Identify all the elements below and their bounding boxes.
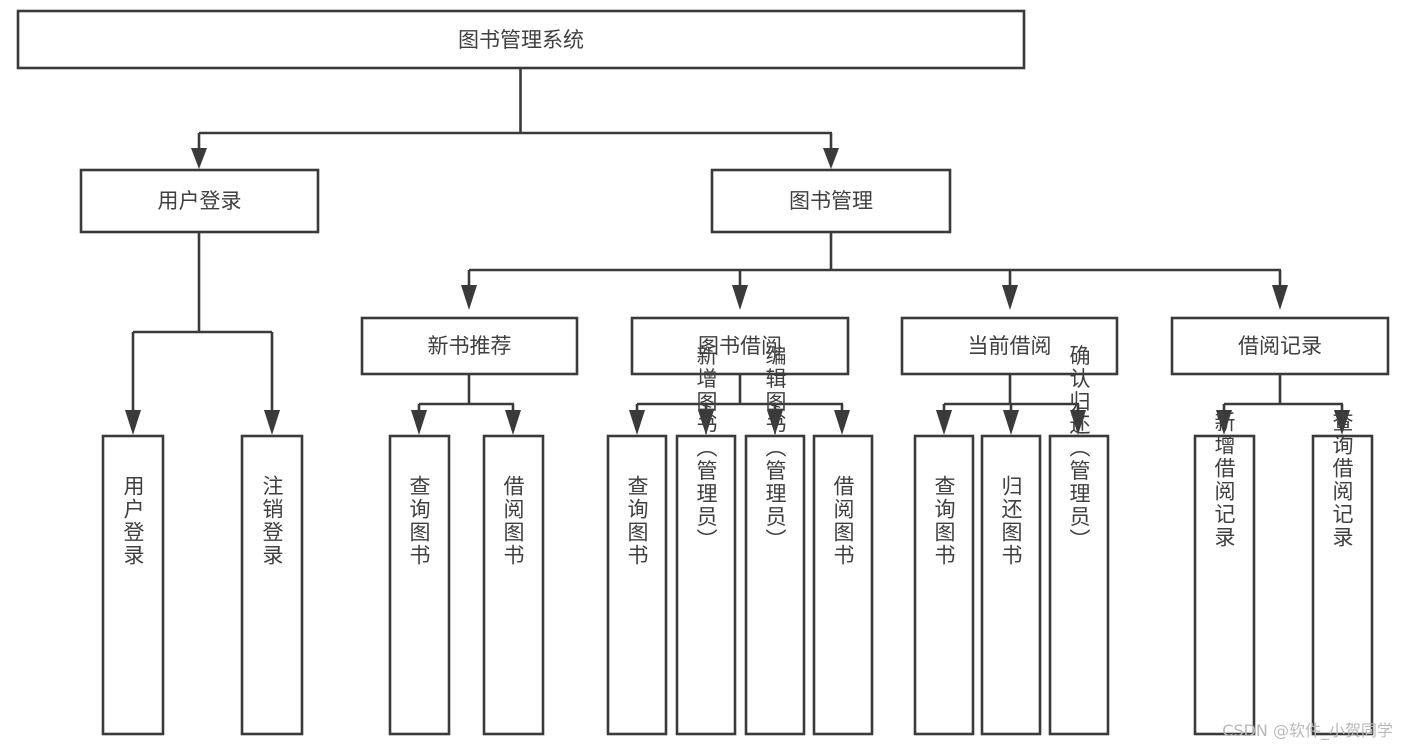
node-leaf-logout-login-box[interactable] [240, 434, 304, 736]
node-leaf-query-book-2-box[interactable] [606, 434, 668, 736]
node-leaf-user-login-box[interactable] [101, 434, 165, 736]
node-leaf-borrow-book-2[interactable]: 借阅图书 [812, 434, 874, 736]
arrowhead-leaf-query-record [1334, 410, 1350, 435]
node-book-management-box[interactable] [710, 168, 952, 234]
node-current-borrow[interactable]: 当前借阅 [900, 316, 1119, 376]
node-current-borrow-box[interactable] [900, 316, 1119, 376]
node-leaf-query-book-1-label: 查询图书 [407, 475, 431, 567]
node-root[interactable]: 图书管理系统 [16, 9, 1026, 70]
node-user-login-label: 用户登录 [158, 189, 242, 213]
arrowhead-new-book-recommend [461, 285, 477, 310]
node-leaf-borrow-book-2-label: 借阅图书 [831, 475, 855, 567]
node-borrow-record[interactable]: 借阅记录 [1170, 316, 1390, 376]
node-leaf-add-book-label: 新增图书（管理员） [694, 345, 718, 552]
arrowhead-leaf-query-book-2 [629, 410, 645, 435]
arrowhead-leaf-borrow-book-1 [505, 410, 521, 435]
node-book-borrow-box[interactable] [630, 316, 850, 376]
node-leaf-edit-book[interactable]: 编辑图书（管理员） [744, 345, 806, 736]
arrowhead-book-management [823, 148, 839, 169]
node-leaf-edit-book-label: 编辑图书（管理员） [763, 345, 787, 552]
node-leaf-borrow-book-1-label: 借阅图书 [501, 475, 525, 567]
node-book-management[interactable]: 图书管理 [710, 168, 952, 234]
arrowhead-user-login [191, 148, 207, 169]
node-leaf-logout-login[interactable]: 注销登录 [240, 434, 304, 736]
arrowhead-book-borrow [732, 285, 748, 310]
node-leaf-add-book-box[interactable] [675, 434, 737, 736]
node-leaf-query-record[interactable]: 查询借阅记录 [1311, 411, 1374, 736]
node-current-borrow-label: 当前借阅 [968, 334, 1052, 358]
arrowhead-leaf-confirm-return [1070, 410, 1086, 435]
node-leaf-query-book-1[interactable]: 查询图书 [388, 434, 451, 736]
node-leaf-borrow-book-2-box[interactable] [812, 434, 874, 736]
node-root-label: 图书管理系统 [458, 28, 584, 52]
arrowhead-leaf-add-book [698, 410, 714, 435]
arrowhead-leaf-borrow-book-2 [834, 410, 850, 435]
arrowhead-current-borrow [1002, 285, 1018, 310]
node-leaf-user-login[interactable]: 用户登录 [101, 434, 165, 736]
node-new-book-recommend[interactable]: 新书推荐 [360, 316, 579, 376]
arrowhead-leaf-query-book-3 [936, 410, 952, 435]
node-leaf-return-book[interactable]: 归还图书 [980, 434, 1042, 736]
node-leaf-query-book-2-label: 查询图书 [625, 475, 649, 567]
node-root-box[interactable] [16, 9, 1026, 70]
arrowhead-leaf-query-book-1 [411, 410, 427, 435]
node-leaf-return-book-label: 归还图书 [999, 475, 1023, 567]
node-leaf-edit-book-box[interactable] [744, 434, 806, 736]
node-book-borrow-label: 图书借阅 [698, 334, 782, 358]
node-leaf-query-book-1-box[interactable] [388, 434, 451, 736]
node-leaf-add-record-label: 新增借阅记录 [1212, 411, 1236, 549]
node-new-book-recommend-label: 新书推荐 [428, 334, 512, 358]
node-new-book-recommend-box[interactable] [360, 316, 579, 376]
node-leaf-query-book-2[interactable]: 查询图书 [606, 434, 668, 736]
node-book-borrow[interactable]: 图书借阅 [630, 316, 850, 376]
node-leaf-add-record-box[interactable] [1193, 434, 1256, 736]
node-leaf-confirm-return-box[interactable] [1048, 434, 1110, 736]
connector-layer [125, 68, 1350, 435]
node-leaf-confirm-return-label: 确认归还（管理员） [1067, 345, 1091, 552]
node-leaf-query-book-3[interactable]: 查询图书 [913, 434, 975, 736]
node-leaf-add-book[interactable]: 新增图书（管理员） [675, 345, 737, 736]
arrowhead-leaf-user-login [125, 410, 141, 435]
arrowhead-borrow-record [1272, 285, 1288, 310]
arrowhead-leaf-return-book [1003, 410, 1019, 435]
node-borrow-record-label: 借阅记录 [1238, 334, 1322, 358]
arrowhead-leaf-add-record [1216, 410, 1232, 435]
node-leaf-query-record-label: 查询借阅记录 [1330, 411, 1354, 549]
node-book-management-label: 图书管理 [789, 189, 873, 213]
node-leaf-borrow-book-1[interactable]: 借阅图书 [482, 434, 545, 736]
arrowhead-leaf-logout-login [264, 410, 280, 435]
node-leaf-query-record-box[interactable] [1311, 434, 1374, 736]
node-user-login[interactable]: 用户登录 [79, 168, 320, 234]
node-leaf-borrow-book-1-box[interactable] [482, 434, 545, 736]
arrowhead-leaf-edit-book [767, 410, 783, 435]
node-user-login-box[interactable] [79, 168, 320, 234]
node-leaf-confirm-return[interactable]: 确认归还（管理员） [1048, 345, 1110, 736]
node-leaf-logout-login-label: 注销登录 [260, 475, 284, 567]
node-leaf-return-book-box[interactable] [980, 434, 1042, 736]
node-leaf-add-record[interactable]: 新增借阅记录 [1193, 411, 1256, 736]
node-leaf-query-book-3-label: 查询图书 [932, 475, 956, 567]
node-leaf-user-login-label: 用户登录 [121, 475, 145, 567]
node-borrow-record-box[interactable] [1170, 316, 1390, 376]
node-leaf-query-book-3-box[interactable] [913, 434, 975, 736]
